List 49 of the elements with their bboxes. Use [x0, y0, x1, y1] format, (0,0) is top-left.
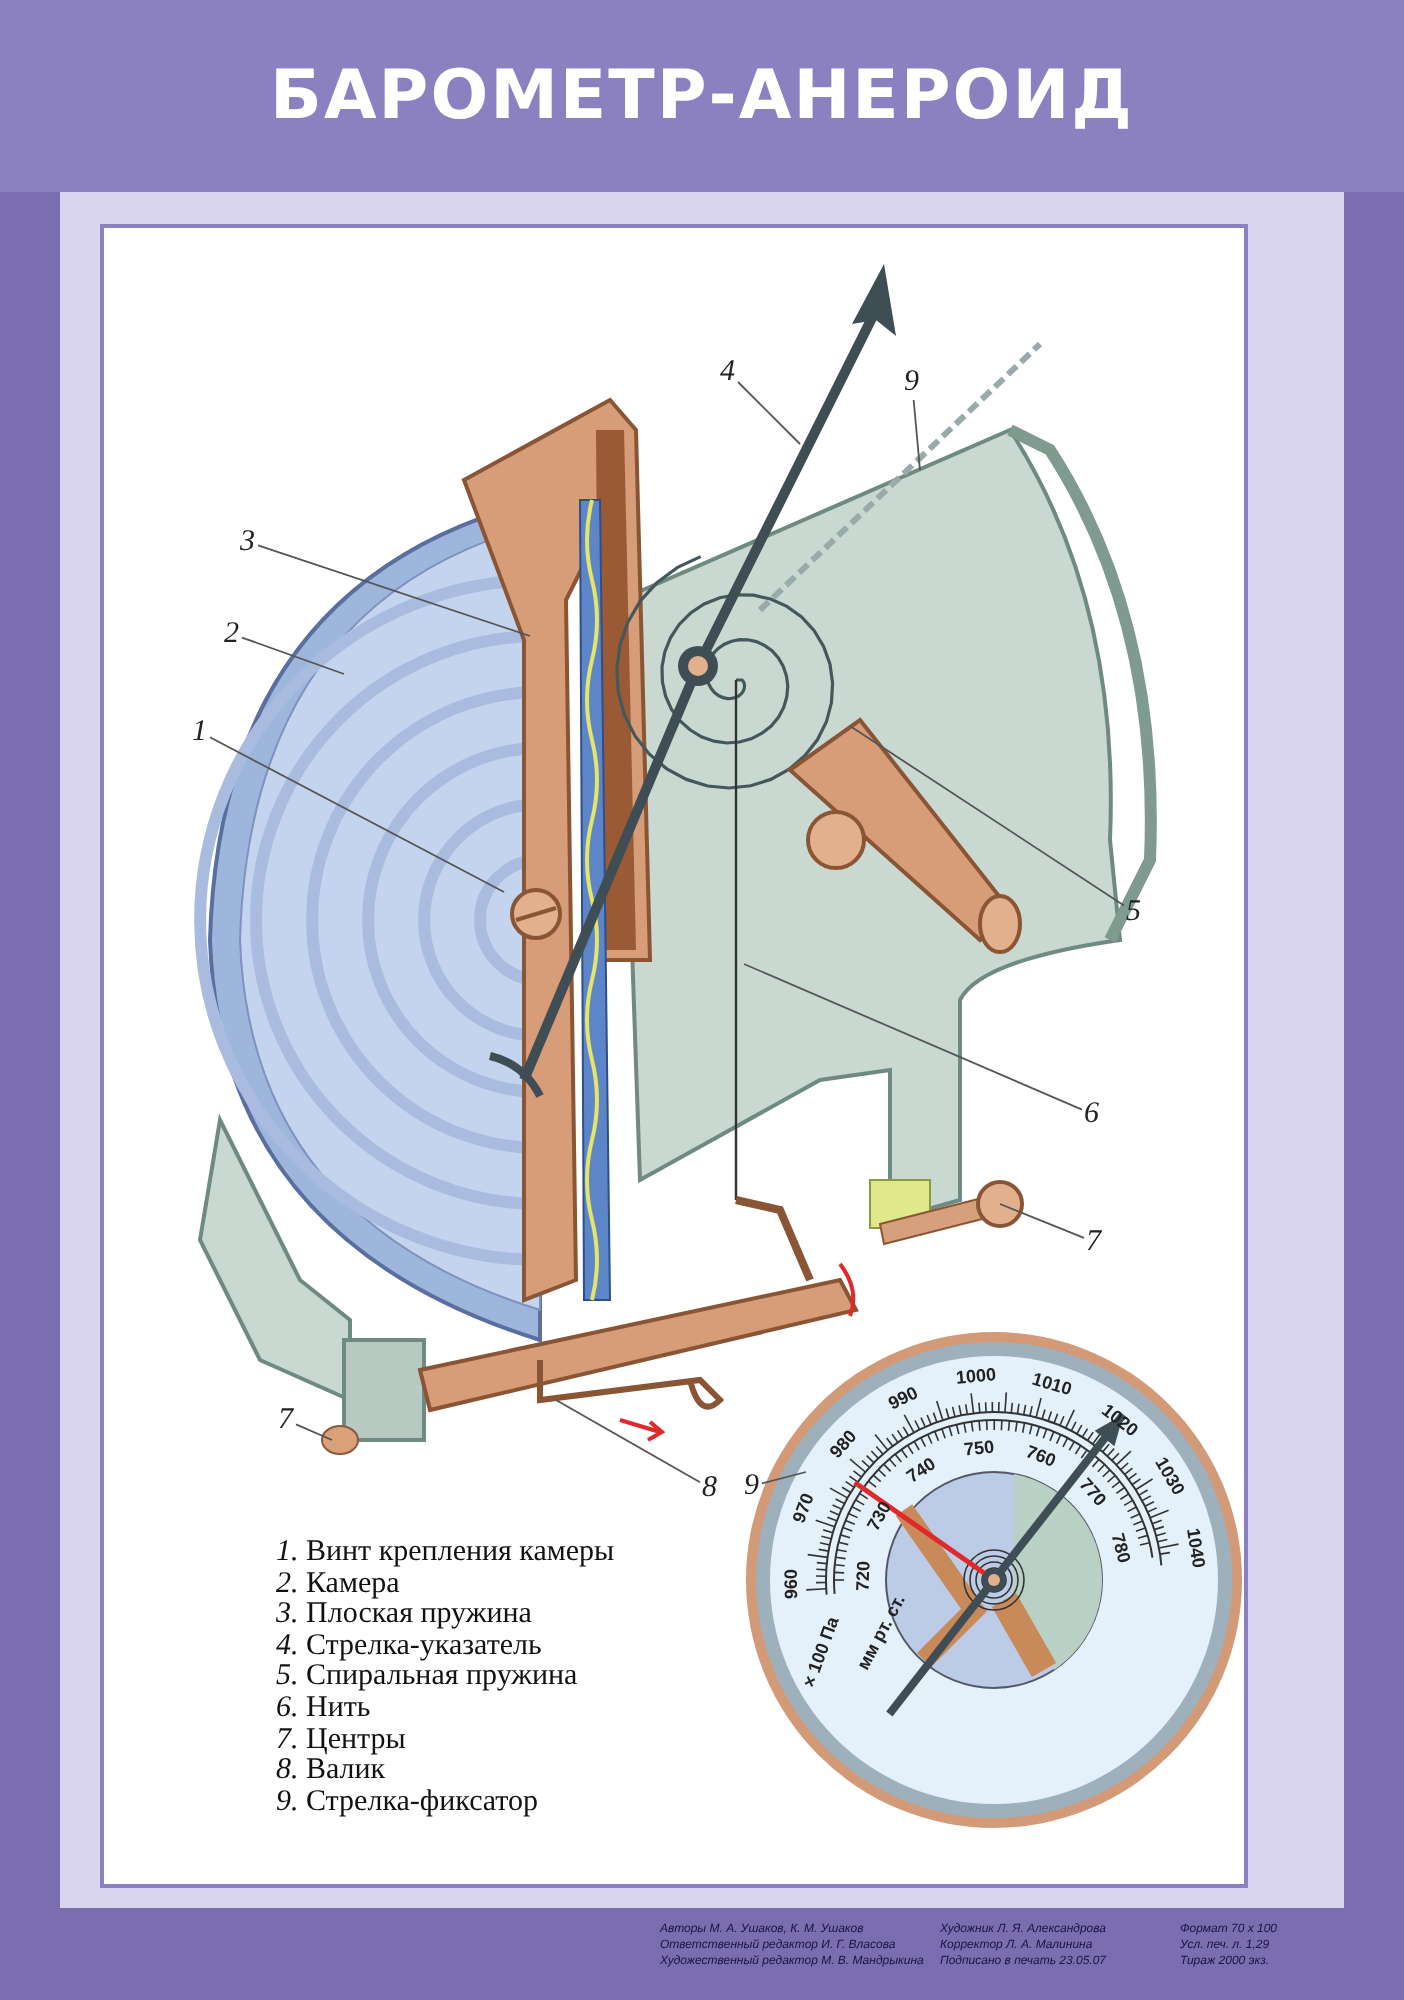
leader-line	[912, 399, 921, 471]
leader-line	[737, 381, 801, 445]
scale-number: 1010	[1029, 1369, 1074, 1400]
callout-number: 6	[1084, 1098, 1099, 1130]
scale-number: 980	[824, 1425, 860, 1462]
legend-item: 3. Плоская пружина	[276, 1598, 532, 1631]
callout-number: 2	[224, 618, 239, 650]
callout-number: 5	[1126, 896, 1141, 928]
leader-line	[761, 1471, 807, 1485]
scale-number: 1020	[1097, 1399, 1142, 1440]
scale-number: 960	[779, 1568, 801, 1599]
legend-item: 4. Стрелка-указатель	[276, 1629, 542, 1662]
scale-number: 780	[1108, 1530, 1136, 1565]
leader-line	[555, 1399, 701, 1484]
leader-line	[999, 1203, 1085, 1239]
unit-label: × 100 Па	[799, 1613, 844, 1690]
leader-line	[295, 1423, 333, 1441]
scale-number: 750	[964, 1437, 996, 1461]
callout-number: 9	[744, 1470, 759, 1502]
legend-item: 6. Нить	[276, 1692, 371, 1724]
scale-number: 1040	[1182, 1526, 1209, 1570]
leader-line	[257, 544, 531, 637]
callout-number: 9	[904, 366, 919, 398]
leader-line	[241, 636, 345, 675]
callout-number: 3	[240, 526, 255, 558]
legend-item: 1. Винт крепления камеры	[276, 1536, 615, 1568]
callout-number: 1	[192, 716, 207, 748]
poster-title: БАРОМЕТР-АНЕРОИД	[268, 56, 1136, 136]
scale-number: 1000	[955, 1365, 998, 1389]
legend-item: 9. Стрелка-фиксатор	[276, 1785, 539, 1818]
scale-number: 740	[903, 1453, 940, 1487]
legend-item: 5. Спиральная пружина	[276, 1660, 578, 1693]
scale-number: 760	[1024, 1442, 1060, 1472]
leader-line	[743, 963, 1083, 1111]
scale-number: 970	[788, 1490, 818, 1527]
callout-number: 4	[720, 356, 735, 388]
legend-item: 8. Валик	[276, 1754, 386, 1787]
legend-item: 7. Центры	[276, 1723, 406, 1756]
scale-number: 720	[851, 1560, 873, 1591]
unit-label: мм рт. ст.	[852, 1590, 909, 1673]
leader-line	[849, 725, 1125, 907]
legend-item: 2. Камера	[276, 1567, 400, 1600]
callout-number: 8	[702, 1472, 717, 1504]
scale-number: 770	[1075, 1474, 1111, 1511]
leader-line	[209, 736, 505, 893]
callout-number: 7	[1086, 1226, 1101, 1258]
scale-number: 990	[885, 1381, 921, 1414]
scale-number: 730	[862, 1497, 895, 1534]
callout-number: 7	[278, 1404, 293, 1436]
